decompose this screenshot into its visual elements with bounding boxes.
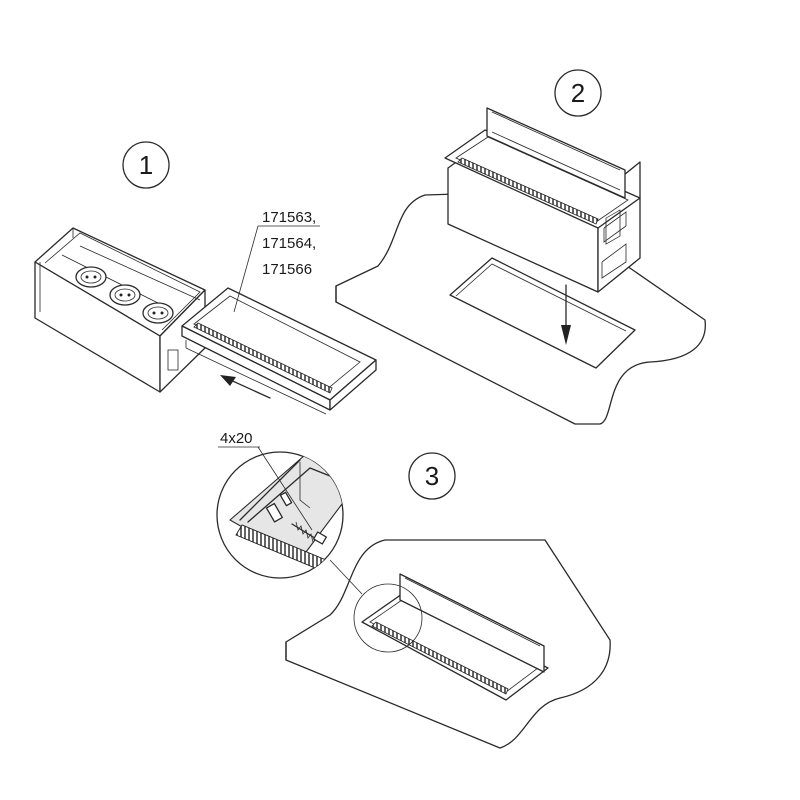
- insert-arrow: [561, 284, 571, 345]
- step-2-illustration: [335, 107, 706, 425]
- step-1-number: 1: [139, 150, 153, 180]
- desk-cutout: [449, 257, 636, 369]
- power-unit: [444, 107, 641, 293]
- slide-arrow: [220, 375, 271, 399]
- screw: [291, 521, 327, 545]
- screw-size-label: 4x20: [220, 430, 253, 447]
- part-number-1: 171563,: [262, 209, 316, 226]
- socket-outlet: [109, 284, 141, 306]
- step-2-badge: 2: [554, 69, 602, 117]
- socket-outlet: [75, 266, 107, 288]
- step-3-badge: 3: [408, 452, 456, 500]
- part-number-3: 171566: [262, 261, 312, 278]
- step-2-number: 2: [571, 78, 585, 108]
- step-3-number: 3: [425, 461, 439, 491]
- socket-outlet: [142, 302, 174, 324]
- part-number-leader: [233, 225, 259, 313]
- step-1-badge: 1: [122, 141, 170, 189]
- part-number-2: 171564,: [262, 235, 316, 252]
- step-1-illustration: [34, 225, 377, 415]
- socket-box: [34, 227, 206, 393]
- step-3-illustration: [285, 539, 611, 749]
- detail-marker: [353, 583, 423, 653]
- installed-unit: [361, 573, 549, 701]
- zoom-detail: [216, 446, 344, 579]
- brush-cover-frame: [181, 287, 377, 415]
